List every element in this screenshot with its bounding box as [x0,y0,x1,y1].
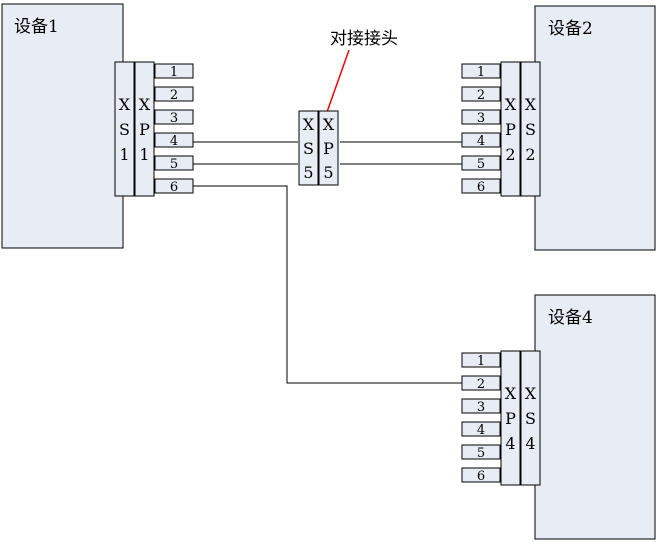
connector-xs4-char: 4 [525,434,535,453]
connector-xp4-char: X [505,384,517,403]
wire-xp1-6-to-xp4-2 [193,185,462,384]
pin-xp2-6-label: 6 [477,180,485,195]
connector-xp4-char: 4 [505,434,515,453]
device-2-label: 设备2 [548,19,593,39]
connector-xs2-char: X [525,95,537,114]
connector-xs1-char: X [119,95,131,114]
connector-xs1-char: 1 [119,145,129,164]
pin-xp4-4-label: 4 [477,423,485,438]
pin-xp2-5-label: 5 [477,157,485,172]
pin-xp2-2 [461,86,501,102]
connector-xs4: XS 4 [520,350,541,486]
pin-xp1-4 [154,132,194,148]
connector-xp1-box [134,61,155,197]
connector-xs2-box [520,61,541,197]
pin-xp1-3 [154,109,194,125]
connector-xp2: XP 2 [500,61,521,197]
connector-xp5-char: 5 [323,163,333,182]
pin-xp2-5 [461,155,501,171]
pin-block-xp2: 1 2 3 4 5 6 [461,63,501,195]
connector-xp2-char: X [505,95,517,114]
connector-xp5-char: X [323,115,335,134]
connector-xs4-char: X [525,384,537,403]
pin-xp4-5-label: 5 [477,446,485,461]
pin-xp2-1 [461,63,501,79]
connector-xs5: XS 5 [298,110,319,186]
pin-xp2-3-label: 3 [477,111,485,126]
connector-xp4: XP 4 [500,350,521,486]
device-2-box [534,5,656,251]
connector-xp4-box [500,350,521,486]
pin-xp4-3 [461,398,501,414]
connector-xs1-char: S [119,120,130,139]
pins: 1 2 3 4 5 6 1 2 3 4 5 6 1 2 3 4 5 6 [154,63,501,484]
connector-xs5-char: 5 [303,163,313,182]
pin-xp1-6-label: 6 [170,180,178,195]
connector-xs5-box [298,110,319,186]
pin-xp1-2-label: 2 [170,88,178,103]
connector-xp2-char: P [505,120,516,139]
pin-block-xp1: 1 2 3 4 5 6 [154,63,194,195]
pin-xp4-6 [461,467,501,483]
connector-xp1: XP 1 [134,61,155,197]
device-4-box [534,294,656,540]
pin-xp1-1-label: 1 [170,65,178,80]
pin-xp4-5 [461,444,501,460]
device-1: 设备1 [1,3,124,249]
pin-xp4-2-label: 2 [477,377,485,392]
pin-xp4-6-label: 6 [477,469,485,484]
pin-xp2-4-label: 4 [477,134,485,149]
connector-xs1: XS 1 [114,61,135,197]
device-2: 设备2 [534,5,656,251]
pin-xp2-6 [461,178,501,194]
device-4: 设备4 [534,294,656,540]
pin-xp1-2 [154,86,194,102]
device-4-label: 设备4 [548,308,593,328]
connector-xs4-box [520,350,541,486]
connector-xp1-char: X [139,95,151,114]
pin-xp2-2-label: 2 [477,88,485,103]
pin-xp4-1-label: 1 [477,354,485,369]
pin-xp2-1-label: 1 [477,65,485,80]
connector-xp4-char: P [505,409,516,428]
connector-xs2-char: 2 [525,145,535,164]
callout-line [326,49,350,113]
connector-xs1-box [114,61,135,197]
connector-xp5: XP 5 [318,110,339,186]
pin-xp1-5 [154,155,194,171]
device-1-box [1,3,124,249]
connector-xs5-char: X [303,115,315,134]
pin-xp1-3-label: 3 [170,111,178,126]
connector-xp2-char: 2 [505,145,515,164]
connector-xp5-box [318,110,339,186]
callout-label: 对接接头 [330,29,398,49]
pin-xp4-4 [461,421,501,437]
connector-xs2-char: S [525,120,536,139]
connector-xs2: XS 2 [520,61,541,197]
connector-xp1-char: 1 [139,145,149,164]
pin-xp4-3-label: 3 [477,400,485,415]
device-1-label: 设备1 [14,17,59,37]
wires [193,141,462,384]
connector-xp2-box [500,61,521,197]
pin-xp1-1 [154,63,194,79]
connector-xp5-char: P [323,139,334,158]
pin-xp2-4 [461,132,501,148]
connector-xs5-char: S [303,139,314,158]
pin-xp4-2 [461,375,501,391]
pin-xp4-1 [461,352,501,368]
pin-xp1-6 [154,178,194,194]
pin-xp1-4-label: 4 [170,134,178,149]
pin-block-xp4: 1 2 3 4 5 6 [461,352,501,484]
connector-xp1-char: P [139,120,150,139]
pin-xp1-5-label: 5 [170,157,178,172]
pin-xp2-3 [461,109,501,125]
connector-xs4-char: S [525,409,536,428]
